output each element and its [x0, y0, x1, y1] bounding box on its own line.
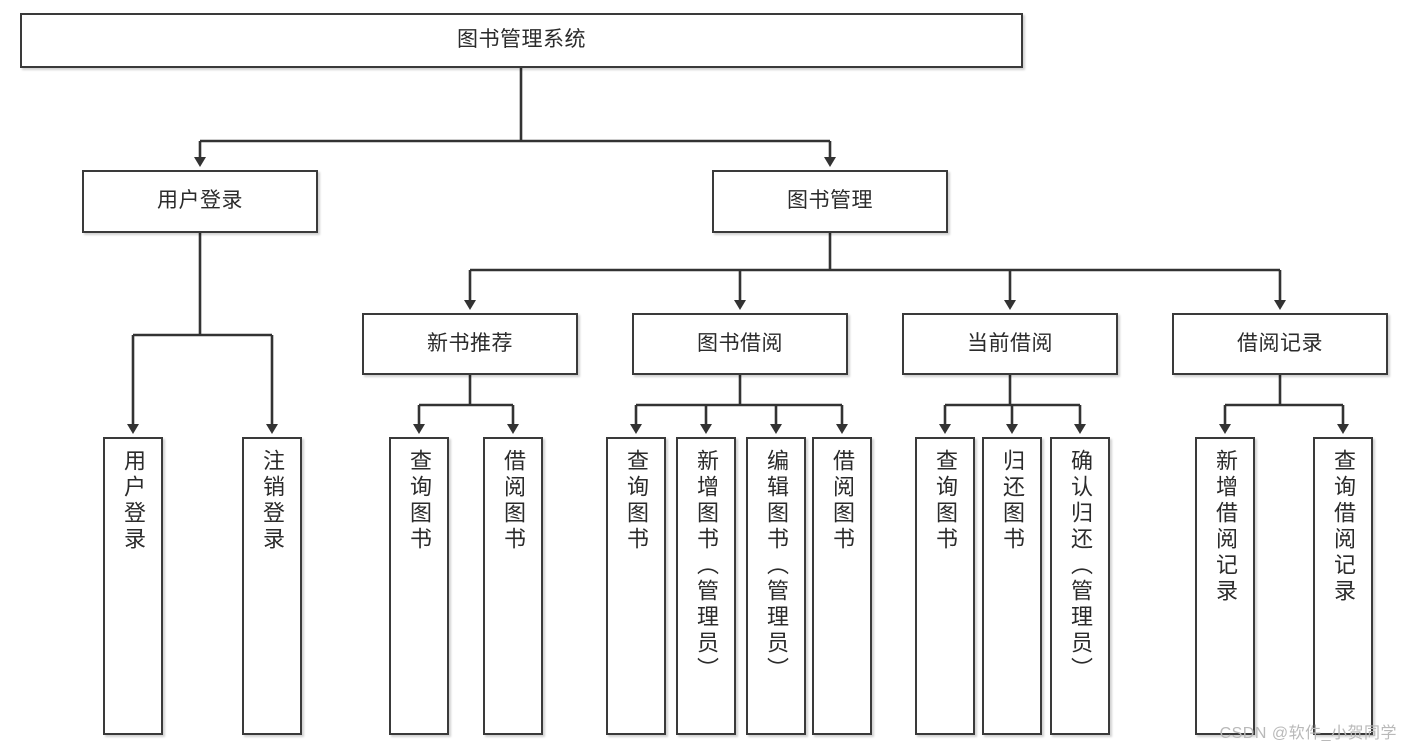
node-leaf-query-book-2[interactable]: 查询图书: [606, 437, 666, 735]
node-leaf-user-login[interactable]: 用户登录: [103, 437, 163, 735]
node-label: 查询借阅记录: [1331, 449, 1356, 605]
node-leaf-query-book-1[interactable]: 查询图书: [389, 437, 449, 735]
node-label: 查询图书: [407, 449, 432, 553]
node-leaf-return-book[interactable]: 归还图书: [982, 437, 1042, 735]
node-leaf-logout-login[interactable]: 注销登录: [242, 437, 302, 735]
node-label: 归还图书: [1000, 449, 1025, 553]
node-borrow-record[interactable]: 借阅记录: [1172, 313, 1388, 375]
node-label: 借阅图书: [830, 449, 855, 553]
node-leaf-borrow-book-2[interactable]: 借阅图书: [812, 437, 872, 735]
node-leaf-edit-book[interactable]: 编辑图书（管理员）: [746, 437, 806, 735]
node-label: 确认归还（管理员）: [1068, 449, 1093, 683]
node-label: 图书借阅: [697, 331, 783, 355]
node-label: 借阅图书: [501, 449, 526, 553]
node-label: 图书管理: [787, 189, 873, 213]
node-label: 新书推荐: [427, 331, 513, 355]
node-label: 注销登录: [260, 449, 285, 553]
node-label: 用户登录: [157, 189, 243, 213]
node-label: 图书管理系统: [457, 28, 586, 52]
node-label: 新增图书（管理员）: [694, 449, 719, 683]
node-label: 编辑图书（管理员）: [764, 449, 789, 683]
node-book-management[interactable]: 图书管理: [712, 170, 948, 233]
node-label: 新增借阅记录: [1213, 449, 1238, 605]
node-label: 查询图书: [933, 449, 958, 553]
node-leaf-add-book[interactable]: 新增图书（管理员）: [676, 437, 736, 735]
node-leaf-add-record[interactable]: 新增借阅记录: [1195, 437, 1255, 735]
node-leaf-query-book-3[interactable]: 查询图书: [915, 437, 975, 735]
node-current-borrow[interactable]: 当前借阅: [902, 313, 1118, 375]
node-leaf-query-record[interactable]: 查询借阅记录: [1313, 437, 1373, 735]
watermark-text: CSDN @软件_小贺同学: [1219, 725, 1397, 742]
node-label: 当前借阅: [967, 331, 1053, 355]
node-label: 借阅记录: [1237, 331, 1323, 355]
node-label: 查询图书: [624, 449, 649, 553]
node-user-login[interactable]: 用户登录: [82, 170, 318, 233]
node-leaf-confirm-return[interactable]: 确认归还（管理员）: [1050, 437, 1110, 735]
node-book-borrow[interactable]: 图书借阅: [632, 313, 848, 375]
node-leaf-borrow-book-1[interactable]: 借阅图书: [483, 437, 543, 735]
node-label: 用户登录: [121, 449, 146, 553]
node-new-book-recommend[interactable]: 新书推荐: [362, 313, 578, 375]
node-root-system[interactable]: 图书管理系统: [20, 13, 1023, 68]
